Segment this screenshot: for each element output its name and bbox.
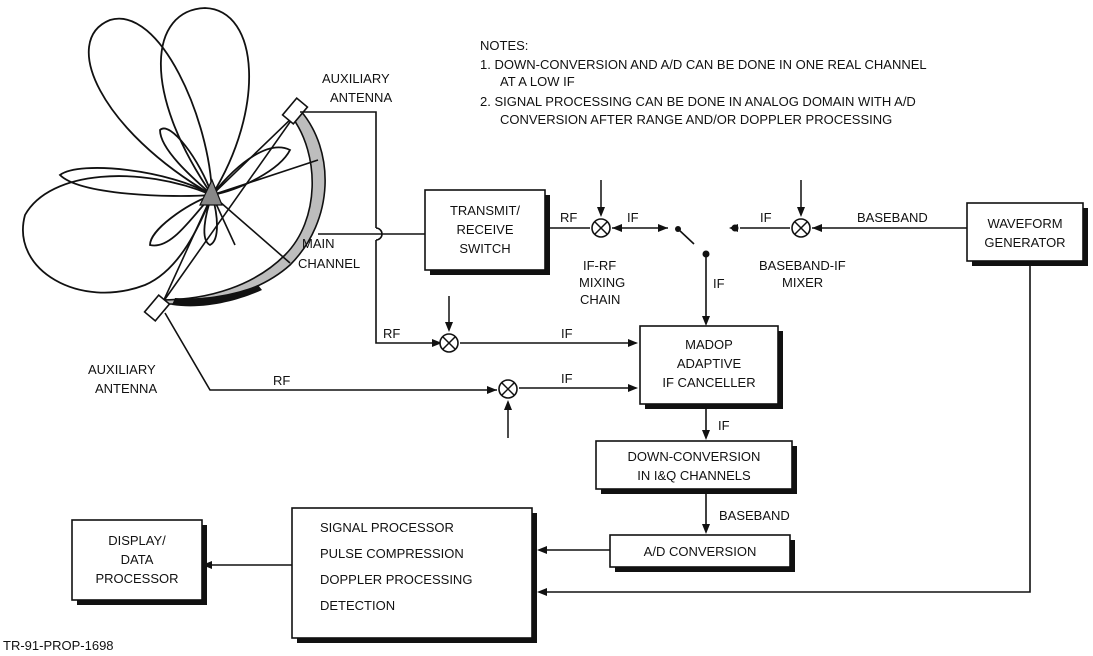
figure-id: TR-91-PROP-1698 (3, 638, 114, 653)
note-2-cont: CONVERSION AFTER RANGE AND/OR DOPPLER PR… (500, 112, 892, 127)
sigproc-label-3: DOPPLER PROCESSING (320, 572, 472, 587)
tr-switch-label-2: RECEIVE (456, 222, 513, 237)
waveform-to-sigproc (545, 265, 1031, 593)
signal-baseband: BASEBAND (857, 210, 928, 225)
arrow-down-madop (702, 316, 710, 326)
bb-if-mixer-label-1: BASEBAND-IF (759, 258, 846, 273)
aux-antenna-top-label-2: ANTENNA (330, 90, 392, 105)
antenna-feed (199, 178, 223, 206)
signal-if: IF (561, 326, 573, 341)
dish-rim-shading (159, 108, 326, 305)
dish-rim-dark (172, 285, 262, 307)
arrow-bb-left (812, 224, 822, 232)
tr-switch-label-3: SWITCH (459, 241, 510, 256)
sigproc-label-4: DETECTION (320, 598, 395, 613)
display-label-2: DATA (121, 552, 154, 567)
lobe-small-right (211, 146, 292, 196)
ad-label: A/D CONVERSION (644, 544, 757, 559)
signal-baseband: BASEBAND (719, 508, 790, 523)
downconv-label-2: IN I&Q CHANNELS (637, 468, 751, 483)
if-rf-mixer (591, 180, 611, 238)
lobe-top-right (160, 7, 250, 196)
if-rf-mixer-label-3: CHAIN (580, 292, 620, 307)
signal-rf: RF (383, 326, 400, 341)
aux-antenna-bottom-element (143, 293, 171, 323)
arrow-sigproc (537, 588, 547, 596)
waveform-label-2: GENERATOR (984, 235, 1065, 250)
madop-label-2: ADAPTIVE (677, 356, 742, 371)
arrow-ad-sigproc (537, 546, 547, 554)
antenna-array (22, 7, 326, 323)
aux-antenna-bottom-label-1: AUXILIARY (88, 362, 156, 377)
madop-label-3: IF CANCELLER (662, 375, 755, 390)
sigproc-label-1: SIGNAL PROCESSOR (320, 520, 454, 535)
aux-top-line (300, 111, 377, 228)
main-channel-label-1: MAIN (302, 236, 335, 251)
signal-processor: SIGNAL PROCESSOR PULSE COMPRESSION DOPPL… (291, 507, 537, 643)
down-conversion-iq: DOWN-CONVERSION IN I&Q CHANNELS (595, 440, 797, 494)
notes-heading: NOTES: (480, 38, 528, 53)
dish-main-strut (162, 114, 296, 303)
display-label-3: PROCESSOR (95, 571, 178, 586)
tr-switch-label-1: TRANSMIT/ (450, 203, 520, 218)
arrow-mixer2 (487, 386, 497, 394)
arrow-switch-right (729, 224, 738, 232)
lobe-tiny-down (203, 194, 218, 247)
aux-antenna-top-element (281, 96, 309, 126)
transmit-receive-switch: TRANSMIT/ RECEIVE SWITCH (424, 189, 550, 275)
downconv-label-1: DOWN-CONVERSION (628, 449, 761, 464)
note-2: 2. SIGNAL PROCESSING CAN BE DONE IN ANAL… (480, 94, 916, 109)
signal-if: IF (561, 371, 573, 386)
signal-if: IF (718, 418, 730, 433)
arrow-madop-2 (628, 384, 638, 392)
if-rf-mixer-label-2: MIXING (579, 275, 625, 290)
aux-antenna-bottom-label-2: ANTENNA (95, 381, 157, 396)
bb-if-mixer-label-2: MIXER (782, 275, 823, 290)
aux-rf-mixer (498, 379, 518, 438)
sigproc-label-2: PULSE COMPRESSION (320, 546, 464, 561)
signal-labels: RF IF IF BASEBAND IF RF IF RF IF IF BASE… (273, 210, 928, 523)
signal-if: IF (713, 276, 725, 291)
aux-bottom-line (164, 312, 497, 391)
lobe-small-lower (149, 194, 213, 247)
notes: NOTES: 1. DOWN-CONVERSION AND A/D CAN BE… (480, 38, 927, 127)
ad-conversion: A/D CONVERSION (609, 534, 795, 572)
madop-adaptive-if-canceller: MADOP ADAPTIVE IF CANCELLER (639, 325, 783, 409)
arrow-right (658, 224, 668, 232)
dish-strut (211, 194, 291, 264)
note-1-cont: AT A LOW IF (500, 74, 575, 89)
switch-arm (677, 228, 695, 245)
waveform-generator: WAVEFORM GENERATOR (966, 202, 1088, 266)
signal-rf: RF (560, 210, 577, 225)
lobe-left-large (22, 175, 213, 294)
signal-if: IF (760, 210, 772, 225)
signal-rf: RF (273, 373, 290, 388)
if-rf-mixer-label-1: IF-RF (583, 258, 616, 273)
signal-if: IF (627, 210, 639, 225)
madop-label-1: MADOP (685, 337, 733, 352)
lobe-small-upper (159, 127, 213, 196)
main-rf-mixer (432, 296, 459, 353)
arrow-left (612, 224, 622, 232)
lobe-top-large (87, 17, 213, 196)
lobe-small-left (58, 167, 213, 197)
arrow-downconv (702, 430, 710, 440)
aux-top-line-lower (375, 240, 438, 344)
main-channel-label-2: CHANNEL (298, 256, 360, 271)
display-label-1: DISPLAY/ (108, 533, 166, 548)
aux-antenna-top-label-1: AUXILIARY (322, 71, 390, 86)
baseband-if-mixer (791, 180, 811, 238)
note-1: 1. DOWN-CONVERSION AND A/D CAN BE DONE I… (480, 57, 927, 72)
waveform-label-1: WAVEFORM (987, 216, 1062, 231)
display-data-processor: DISPLAY/ DATA PROCESSOR (71, 519, 207, 605)
arrow-madop-1 (628, 339, 638, 347)
arrow-ad (702, 524, 710, 534)
connections (164, 111, 1031, 596)
dish-strut (211, 159, 319, 196)
